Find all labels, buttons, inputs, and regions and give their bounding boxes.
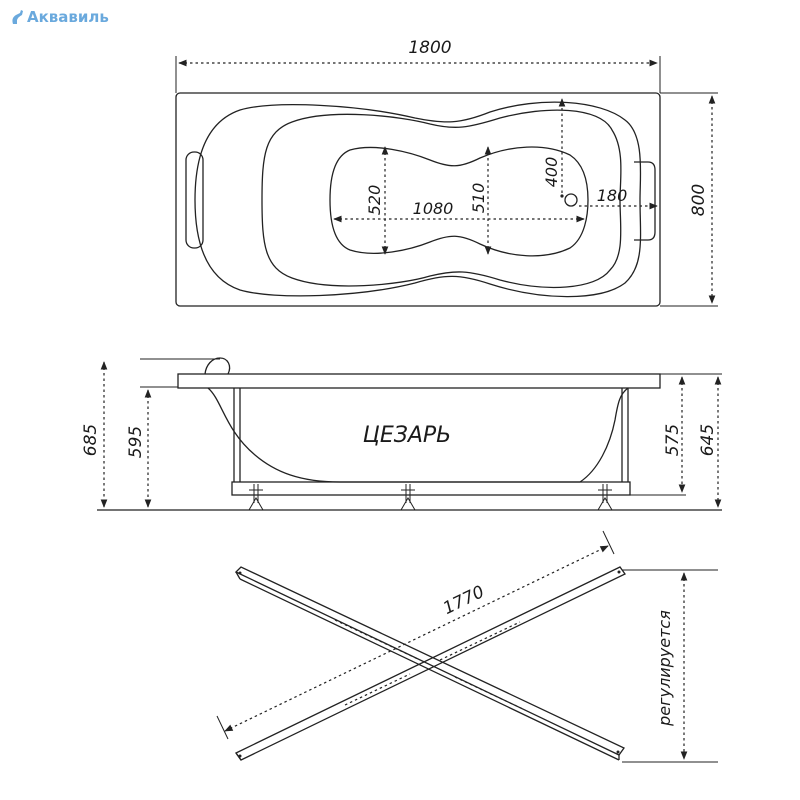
dim-right-inner-height-label: 575 xyxy=(663,424,683,456)
dim-right-outer-height-label: 645 xyxy=(698,424,718,456)
headrest-profile xyxy=(204,357,231,375)
dim-total-height-label: 685 xyxy=(81,424,101,456)
headrest xyxy=(185,151,204,249)
dim-drain-x-label: 180 xyxy=(597,186,628,205)
overflow-icon xyxy=(560,194,564,198)
frame-base xyxy=(231,481,631,496)
tub-outline xyxy=(175,92,661,307)
dim-inner-width-mid-label: 510 xyxy=(469,183,488,214)
ext-line xyxy=(602,530,615,555)
rim-bump xyxy=(634,161,656,241)
dim-diagonal-line xyxy=(224,545,609,732)
dim-diagonal-label: 1770 xyxy=(440,582,488,619)
dim-width-label: 800 xyxy=(689,184,709,216)
tub-rim xyxy=(177,373,661,389)
adjustable-foot xyxy=(248,484,264,511)
side-view: ЦЕЗАРЬ 685 595 575 645 xyxy=(81,357,722,511)
inner-basin xyxy=(329,146,589,257)
adjustable-foot xyxy=(597,484,613,511)
adjustable-foot xyxy=(400,484,416,511)
brand-logo: Аквавиль xyxy=(10,8,109,26)
dim-inner-width-left-label: 520 xyxy=(365,185,384,216)
dim-left-height-label: 595 xyxy=(126,426,146,458)
frame-view: 1770 регулируется xyxy=(216,530,718,763)
dim-inner-length-label: 1080 xyxy=(413,199,454,218)
bowl-outer-rim xyxy=(194,101,642,298)
frame-bar xyxy=(235,566,626,761)
model-name: ЦЕЗАРЬ xyxy=(363,423,452,448)
top-view: 1800 800 1080 520 510 400 180 xyxy=(175,38,718,307)
bowl-inner-step xyxy=(261,109,622,289)
dim-length-label: 1800 xyxy=(408,38,451,58)
frame-bar xyxy=(234,566,625,761)
brand-name: Аквавиль xyxy=(27,8,109,26)
ext-line xyxy=(216,715,229,740)
dim-drain-y-label: 400 xyxy=(542,157,561,188)
drain-icon xyxy=(564,193,578,207)
faucet-icon xyxy=(12,10,23,24)
dim-adjustable-label: регулируется xyxy=(655,610,674,727)
